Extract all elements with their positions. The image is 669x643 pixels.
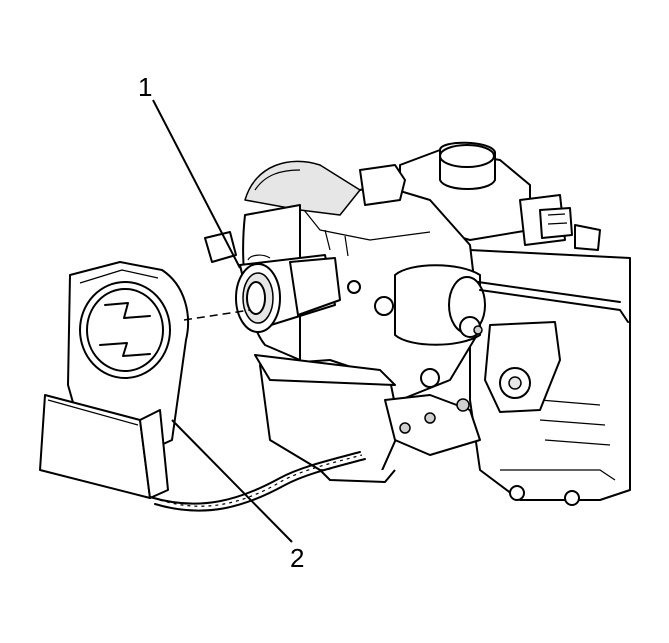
leader-line-2 xyxy=(171,419,293,543)
steering-column-assembly-icon xyxy=(204,141,631,506)
callout-label-2: 2 xyxy=(290,543,304,573)
lock-cylinder-housing-icon xyxy=(235,254,341,333)
callout-2: 2 xyxy=(171,419,304,573)
ignition-switch-icon xyxy=(39,261,190,499)
callout-label-1: 1 xyxy=(138,72,152,102)
leader-line-1 xyxy=(152,99,241,269)
callout-1: 1 xyxy=(138,72,241,269)
wiring-harness-icon xyxy=(149,451,366,512)
alignment-line xyxy=(183,309,251,321)
